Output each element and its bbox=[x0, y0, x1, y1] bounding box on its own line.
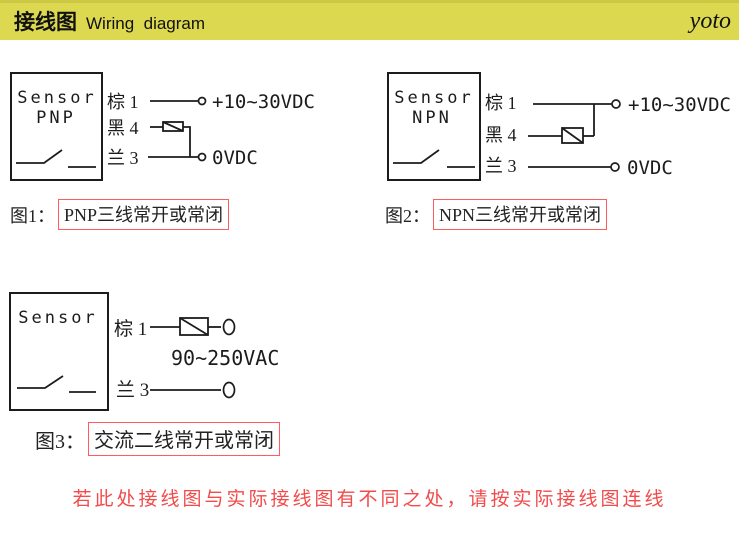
sensor-box bbox=[387, 72, 481, 181]
terminal-circle-L2 bbox=[222, 381, 236, 399]
fig1-caption-prefix: 图1： bbox=[10, 205, 55, 226]
fig3-caption: 图3： 交流二线常开或常闭 bbox=[35, 422, 280, 456]
pin-black-label: 黑 4 bbox=[485, 125, 517, 145]
pin-brown-label: 棕 1 bbox=[485, 93, 517, 113]
fig1-caption: 图1： PNP三线常开或常闭 bbox=[10, 199, 230, 230]
header-bar: 接线图 Wiring diagram yoto bbox=[0, 0, 739, 40]
pin-blue-label: 兰 3 bbox=[116, 379, 149, 401]
terminal-plus-label: +10~30VDC bbox=[628, 94, 731, 116]
sensor-box bbox=[10, 72, 103, 181]
terminal-circle-0v bbox=[197, 152, 207, 162]
fig2-caption-boxed: NPN三线常开或常闭 bbox=[433, 199, 608, 230]
fig3-caption-prefix: 图3： bbox=[35, 430, 85, 453]
pin-brown-label: 棕 1 bbox=[107, 92, 139, 112]
pnp-wiring-diagram: Sensor PNP 棕 1 +10~30VDC 黑 4 兰 3 0VDC bbox=[10, 72, 315, 181]
fig1-caption-boxed: PNP三线常开或常闭 bbox=[58, 199, 230, 230]
load-resistor-diagonal bbox=[561, 127, 584, 144]
pin-blue-label: 兰 3 bbox=[485, 156, 517, 176]
sensor-type-label: PNP bbox=[36, 108, 76, 128]
switch-symbol bbox=[17, 375, 64, 389]
page-title-cn: 接线图 bbox=[14, 9, 77, 34]
header-title-group: 接线图 Wiring diagram bbox=[14, 6, 205, 36]
terminal-circle-plus bbox=[197, 96, 207, 106]
pin-blue-label: 兰 3 bbox=[107, 148, 139, 168]
sensor-label: Sensor bbox=[17, 88, 96, 108]
sensor-label: Sensor bbox=[394, 88, 473, 108]
fig2-caption: 图2： NPN三线常开或常闭 bbox=[385, 199, 608, 230]
npn-wiring-diagram: Sensor NPN 棕 1 +10~30VDC 黑 4 兰 3 0VDC bbox=[387, 72, 731, 181]
terminal-circle-L1 bbox=[222, 318, 236, 336]
switch-symbol bbox=[393, 149, 440, 164]
load-resistor-diagonal bbox=[162, 121, 184, 132]
brand-logo: yoto bbox=[689, 8, 731, 34]
black-to-blue-wire bbox=[183, 126, 191, 157]
sensor-label: Sensor bbox=[18, 308, 97, 328]
wiring-warning-text: 若此处接线图与实际接线图有不同之处，请按实际接线图连线 bbox=[72, 489, 667, 510]
ac-voltage-label: 90~250VAC bbox=[171, 346, 279, 370]
fig3-caption-boxed: 交流二线常开或常闭 bbox=[88, 422, 280, 456]
switch-symbol bbox=[16, 149, 63, 164]
fig2-caption-prefix: 图2： bbox=[385, 205, 430, 226]
terminal-0v-label: 0VDC bbox=[627, 157, 673, 179]
sensor-box bbox=[9, 292, 109, 411]
terminal-circle-plus bbox=[611, 99, 621, 109]
sensor-type-label: NPN bbox=[412, 108, 452, 128]
page-title-en: Wiring diagram bbox=[86, 13, 206, 33]
terminal-circle-0v bbox=[610, 162, 620, 172]
pin-brown-label: 棕 1 bbox=[114, 318, 147, 340]
terminal-plus-label: +10~30VDC bbox=[212, 91, 315, 113]
pin-black-label: 黑 4 bbox=[107, 118, 139, 138]
terminal-0v-label: 0VDC bbox=[212, 147, 258, 169]
ac-wiring-diagram: Sensor 棕 1 90~250VAC 兰 3 bbox=[9, 292, 279, 411]
load-resistor-diagonal bbox=[179, 317, 209, 336]
